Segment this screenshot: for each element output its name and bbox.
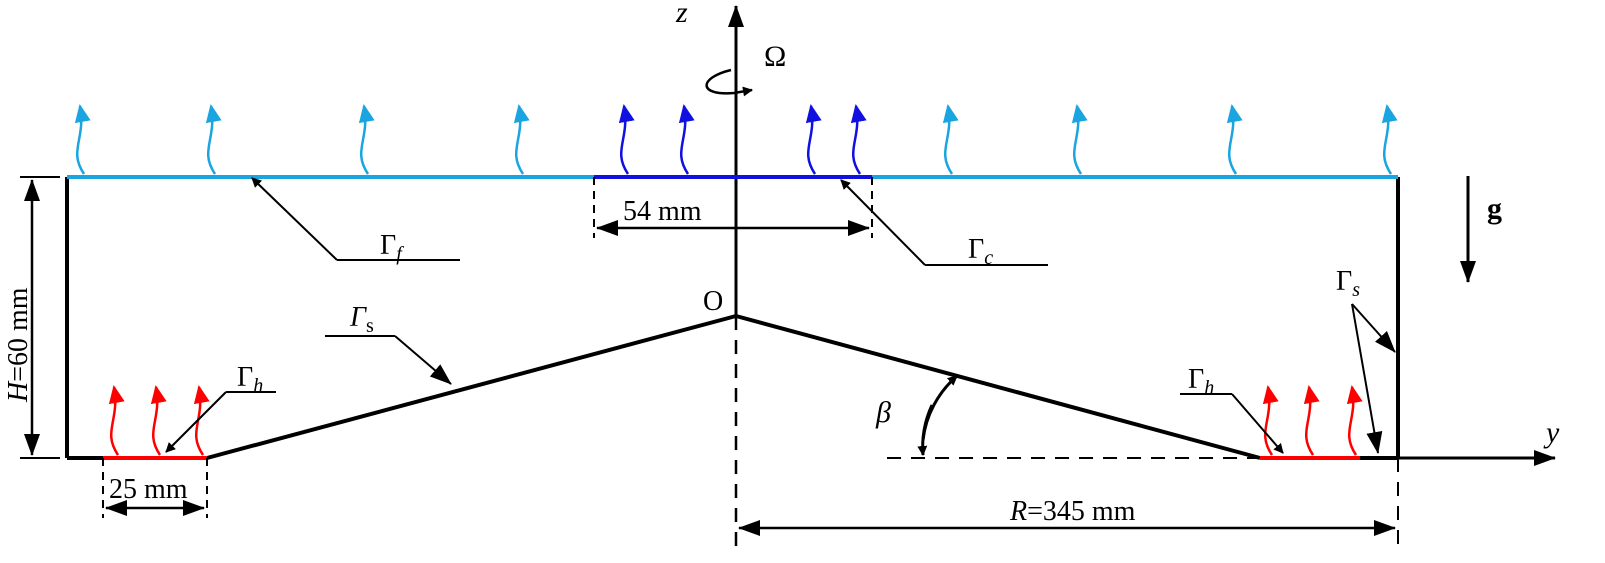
flux-arrow [193,385,210,456]
leader-gamma-s-left [394,335,452,385]
radius-dimension-label: R=345 mm [1009,496,1136,527]
leader-gamma-s-right-a [1351,303,1396,353]
flux-arrow [74,104,91,175]
flux-arrow [850,104,867,175]
height-dimension-label: H=60 mm [3,287,34,403]
leader-gamma-h-left [165,391,227,453]
gamma-f-label: Γf [380,230,404,265]
gamma-h-right-label: Γh [1188,364,1214,399]
gamma-s-right-label: Γs [1336,266,1360,301]
y-axis-label: y [1543,416,1560,449]
flux-arrow [805,104,822,175]
beta-arc-lower [917,404,934,456]
gamma-h-left-label: Γh [237,362,263,397]
flux-arrow [1381,104,1398,175]
z-axis-label: z [675,0,688,29]
omega-label: Ω [764,40,786,73]
beta-arc [921,374,958,441]
flux-arrow [205,104,222,175]
sloped-bottom-right [735,314,1261,460]
flux-arrow [1262,385,1279,456]
flux-arrow [1071,104,1088,175]
flux-arrow [108,385,125,456]
leader-gamma-h-right [1231,393,1284,454]
free-surface-flux-arrows [74,104,1398,175]
heater-width-label: 25 mm [109,474,188,505]
flux-arrow [1303,385,1320,456]
flux-arrow [942,104,959,175]
flux-arrow [513,104,530,175]
flux-arrow [1346,385,1363,456]
gamma-s-left-label: Γs [349,302,374,337]
leader-gamma-s-right-b [1351,303,1383,454]
heater-flux-arrows [108,385,1363,456]
flux-arrow [358,104,375,175]
flux-arrow [678,104,695,175]
gamma-c-label: Γc [968,234,993,269]
cooler-flux-arrows [618,104,867,175]
beta-label: β [875,396,891,429]
sloped-bottom-left [206,314,737,460]
flux-arrow [618,104,635,175]
flux-arrow [150,385,167,456]
leader-gamma-c [840,179,926,266]
leader-gamma-f [251,177,338,261]
gravity-label: g [1487,192,1502,225]
center-width-label: 54 mm [623,196,702,227]
origin-label: O [703,286,723,317]
flux-arrow [1226,104,1243,175]
rotation-arrow [705,68,753,97]
